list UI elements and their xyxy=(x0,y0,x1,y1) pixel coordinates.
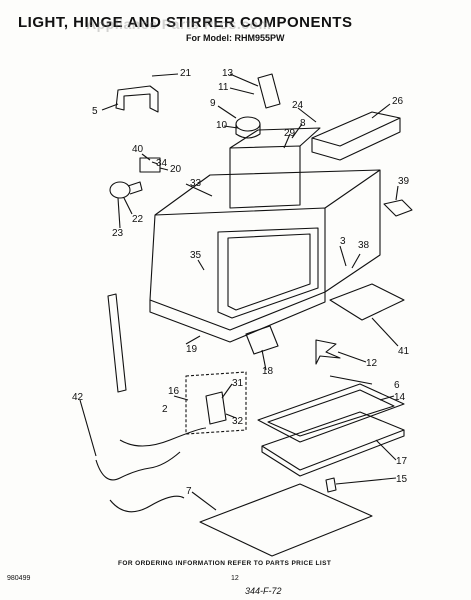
callout-39: 39 xyxy=(398,176,410,187)
wiring-harness xyxy=(95,451,181,481)
foot-15 xyxy=(325,477,337,493)
stirrer-housing xyxy=(229,145,301,209)
callout-7: 7 xyxy=(186,486,192,497)
callout-29: 29 xyxy=(284,128,296,139)
model-label: For Model: RHM955PW xyxy=(186,33,285,43)
callout-8: 8 xyxy=(300,118,306,129)
vent-cover xyxy=(311,111,401,161)
callout-14: 14 xyxy=(394,392,406,403)
callout-13: 13 xyxy=(222,68,234,79)
callout-16: 16 xyxy=(168,386,180,397)
callout-15: 15 xyxy=(396,474,408,485)
callout-26: 26 xyxy=(392,96,404,107)
callout-40: 40 xyxy=(132,144,144,155)
cabinet-base xyxy=(149,292,326,343)
callout-35: 35 xyxy=(190,250,202,261)
diagram-title: LIGHT, HINGE AND STIRRER COMPONENTS xyxy=(18,14,353,31)
watermark: Appliance Parts Pros.com xyxy=(86,16,272,32)
hinge-strip xyxy=(107,293,127,393)
panel-18 xyxy=(245,325,279,355)
stirrer-motor xyxy=(235,116,261,132)
switch-39 xyxy=(383,199,413,217)
callout-9: 9 xyxy=(210,98,216,109)
callout-32: 32 xyxy=(232,416,244,427)
document-id: 980499 xyxy=(7,575,31,582)
door-inner xyxy=(227,233,311,311)
callout-33: 33 xyxy=(190,178,202,189)
callout-38: 38 xyxy=(358,240,370,251)
callout-22: 22 xyxy=(132,214,144,225)
door-opening xyxy=(217,227,319,319)
light-bracket xyxy=(115,85,159,113)
callout-23: 23 xyxy=(112,228,124,239)
callout-19: 19 xyxy=(186,344,198,355)
cabinet-top xyxy=(154,169,381,216)
stirrer-blade xyxy=(315,339,341,365)
handwritten-code: 344-F-72 xyxy=(245,586,282,596)
cover-plate xyxy=(199,483,373,557)
callout-42: 42 xyxy=(72,392,84,403)
page-number: 12 xyxy=(231,575,239,582)
stirrer-bracket xyxy=(257,73,281,109)
callout-12: 12 xyxy=(366,358,378,369)
tray-41 xyxy=(329,283,405,321)
callout-20: 20 xyxy=(170,164,182,175)
callout-41: 41 xyxy=(398,346,410,357)
hinge-31 xyxy=(205,391,227,425)
cabinet-side xyxy=(324,170,381,293)
cabinet-front xyxy=(149,207,326,331)
callout-31: 31 xyxy=(232,378,244,389)
base-17 xyxy=(261,411,405,471)
hinge-box xyxy=(185,371,247,435)
callout-6: 6 xyxy=(394,380,400,391)
callout-3: 3 xyxy=(340,236,346,247)
callout-10: 10 xyxy=(216,120,228,131)
callout-24: 24 xyxy=(292,100,304,111)
lamp-bulb xyxy=(109,181,131,199)
ordering-note: FOR ORDERING INFORMATION REFER TO PARTS … xyxy=(118,560,332,567)
callout-11: 11 xyxy=(218,82,229,93)
callout-18: 18 xyxy=(262,366,274,377)
callout-2: 2 xyxy=(162,404,168,415)
callout-34: 34 xyxy=(156,158,168,169)
drawing-lines xyxy=(79,73,413,557)
callout-5: 5 xyxy=(92,106,98,117)
lamp-socket xyxy=(139,157,161,173)
callout-21: 21 xyxy=(180,68,192,79)
tray-frame xyxy=(257,383,405,443)
callout-17: 17 xyxy=(396,456,408,467)
